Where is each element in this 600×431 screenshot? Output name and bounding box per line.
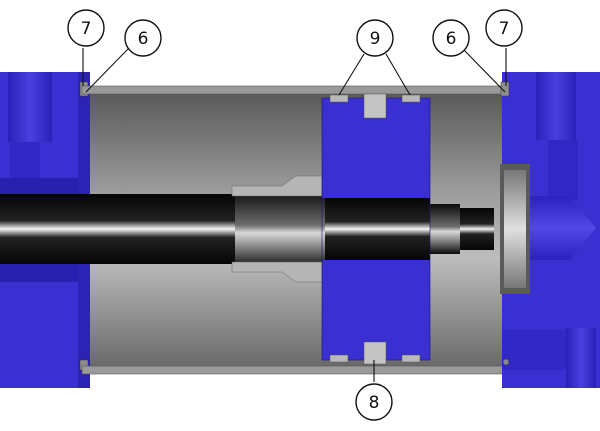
callout-7-left: 7 xyxy=(67,9,105,47)
callout-9: 9 xyxy=(356,19,394,57)
piston-rod xyxy=(0,190,494,268)
right-end-cap xyxy=(500,72,600,388)
svg-text:8: 8 xyxy=(369,393,380,413)
rod-collar xyxy=(231,175,323,283)
svg-text:6: 6 xyxy=(446,29,457,49)
piston xyxy=(321,93,431,365)
svg-text:7: 7 xyxy=(499,19,510,39)
svg-text:7: 7 xyxy=(81,19,92,39)
svg-text:9: 9 xyxy=(370,29,381,49)
callout-7-right: 7 xyxy=(485,9,523,47)
callout-8: 8 xyxy=(355,383,393,421)
callout-6-left: 6 xyxy=(124,19,162,57)
svg-text:6: 6 xyxy=(138,29,149,49)
leader-lines xyxy=(82,47,507,382)
callout-6-right: 6 xyxy=(432,19,470,57)
